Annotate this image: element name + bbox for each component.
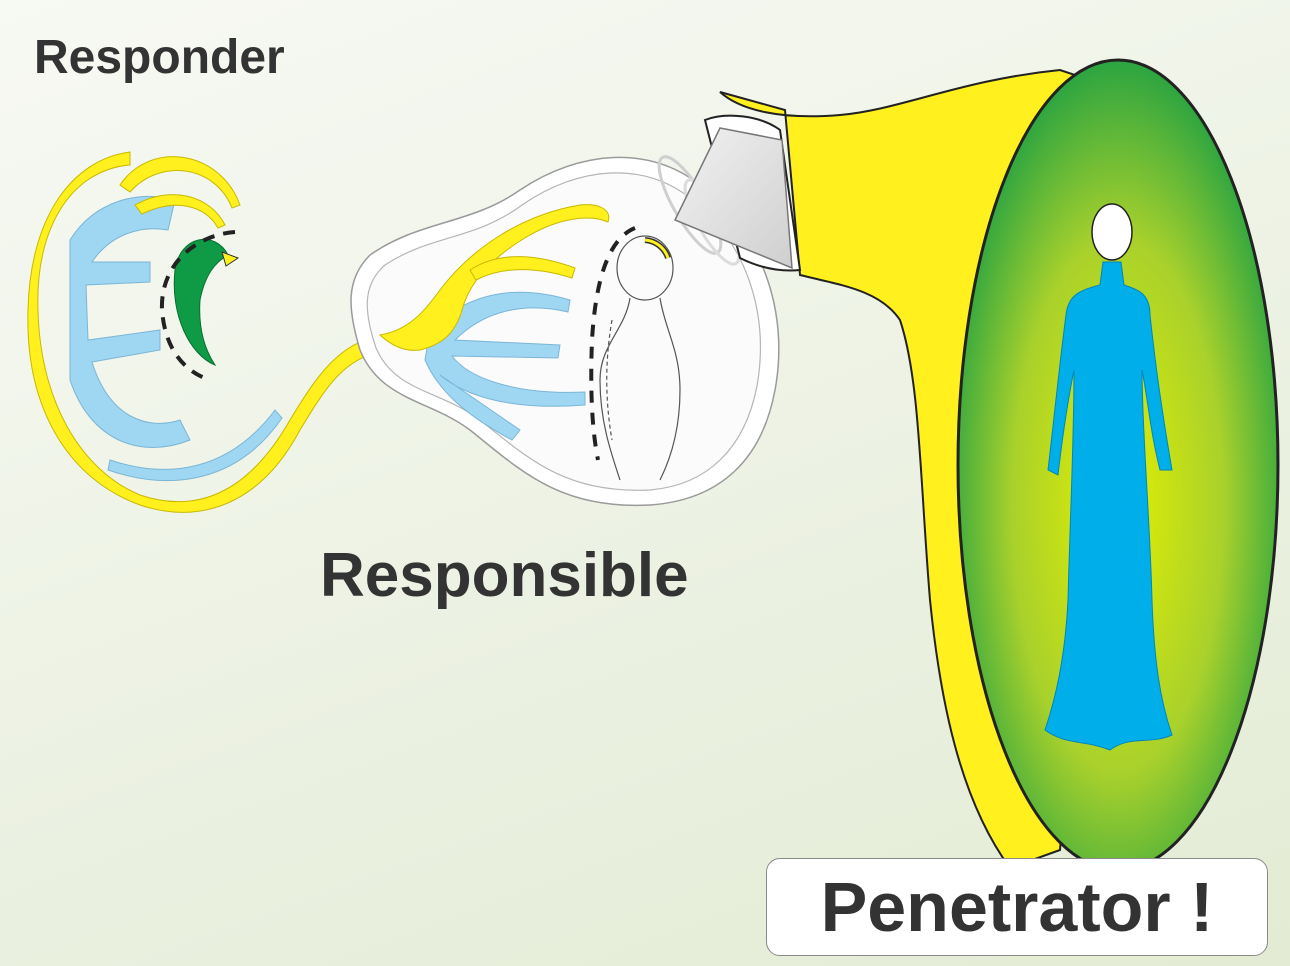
penetrator-label-box: Penetrator ! [766, 858, 1268, 956]
responsible-label: Responsible [320, 540, 689, 611]
responder-label: Responder [34, 30, 285, 85]
responder-dendrites [70, 196, 190, 447]
responder-head [174, 239, 228, 365]
figure-head [1092, 204, 1132, 260]
penetrator-portal [675, 60, 1278, 870]
responder-beak [222, 252, 238, 266]
responder-neuron [28, 152, 384, 512]
penetrator-label: Penetrator ! [767, 867, 1267, 947]
